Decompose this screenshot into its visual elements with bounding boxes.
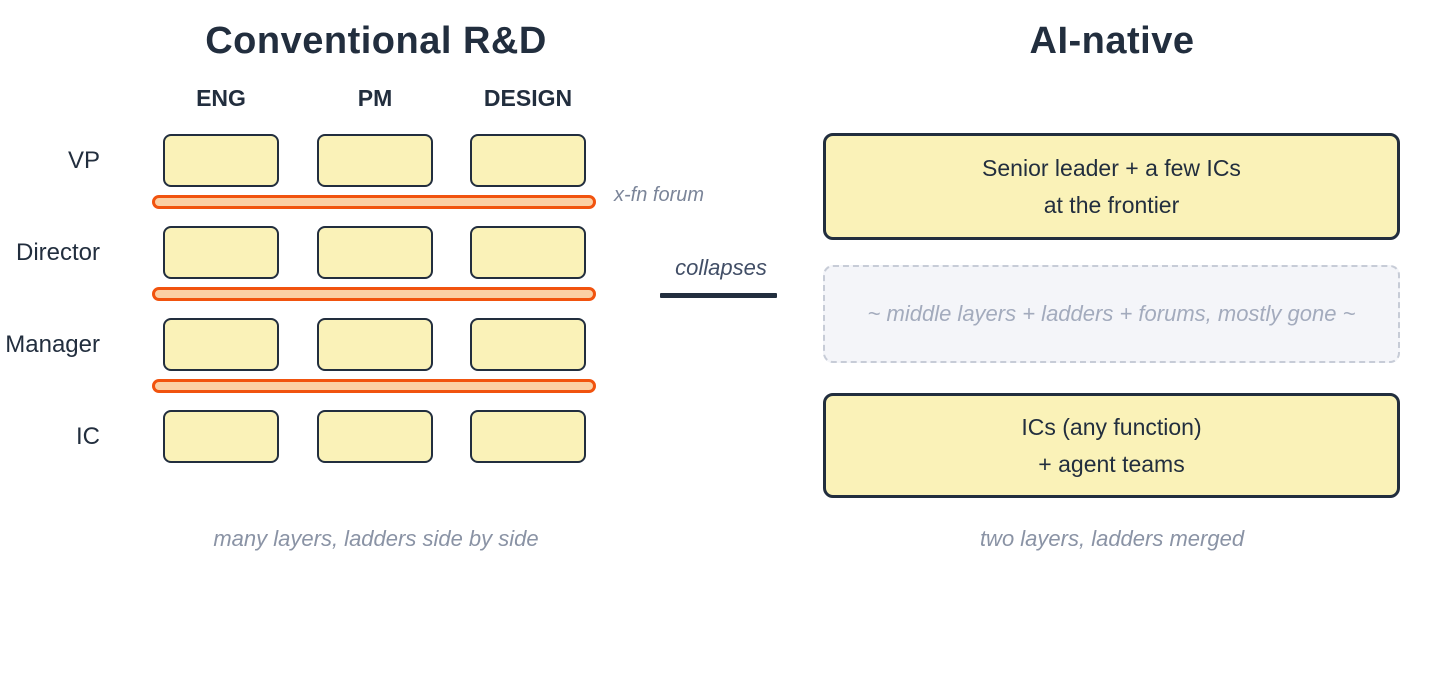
xfn-forum-bar-2 xyxy=(152,287,596,301)
senior-leader-box-line1: Senior leader + a few ICs xyxy=(982,154,1241,181)
xfn-forum-bar-1 xyxy=(152,195,596,209)
left-panel-caption: many layers, ladders side by side xyxy=(213,526,539,551)
column-header-design: DESIGN xyxy=(483,85,573,111)
left-panel-title: Conventional R&D xyxy=(205,20,547,62)
ics-agent-teams-box-line1: ICs (any function) xyxy=(1021,413,1202,440)
org-cell-ic-design xyxy=(470,410,586,463)
ics-agent-teams-box: ICs (any function) + agent teams xyxy=(823,393,1400,498)
org-cell-manager-pm xyxy=(317,318,433,371)
xfn-forum-label: x-fn forum xyxy=(614,184,705,206)
org-cell-vp-pm xyxy=(317,134,433,187)
senior-leader-box: Senior leader + a few ICs at the frontie… xyxy=(823,133,1400,240)
middle-layers-gone-text: ~ middle layers + ladders + forums, most… xyxy=(867,301,1356,326)
org-cell-manager-design xyxy=(470,318,586,371)
ics-agent-teams-box-line2: + agent teams xyxy=(1038,450,1185,477)
org-cell-vp-design xyxy=(470,134,586,187)
org-cell-director-design xyxy=(470,226,586,279)
collapses-line xyxy=(660,293,777,298)
right-panel-title: AI-native xyxy=(1029,20,1195,62)
row-label-director: Director xyxy=(15,239,100,266)
row-label-manager: Manager xyxy=(5,331,100,358)
row-label-ic: IC xyxy=(76,423,100,450)
right-panel-caption: two layers, ladders merged xyxy=(979,526,1245,551)
middle-layers-gone-box: ~ middle layers + ladders + forums, most… xyxy=(823,265,1400,363)
senior-leader-box-line2: at the frontier xyxy=(1043,191,1180,218)
org-cell-ic-pm xyxy=(317,410,433,463)
org-cell-vp-eng xyxy=(163,134,279,187)
collapses-label: collapses xyxy=(675,255,767,280)
org-cell-manager-eng xyxy=(163,318,279,371)
column-header-eng: ENG xyxy=(196,85,246,111)
xfn-forum-bar-3 xyxy=(152,379,596,393)
org-cell-director-pm xyxy=(317,226,433,279)
column-header-pm: PM xyxy=(357,85,393,111)
org-cell-director-eng xyxy=(163,226,279,279)
org-cell-ic-eng xyxy=(163,410,279,463)
row-label-vp: VP xyxy=(67,147,100,174)
